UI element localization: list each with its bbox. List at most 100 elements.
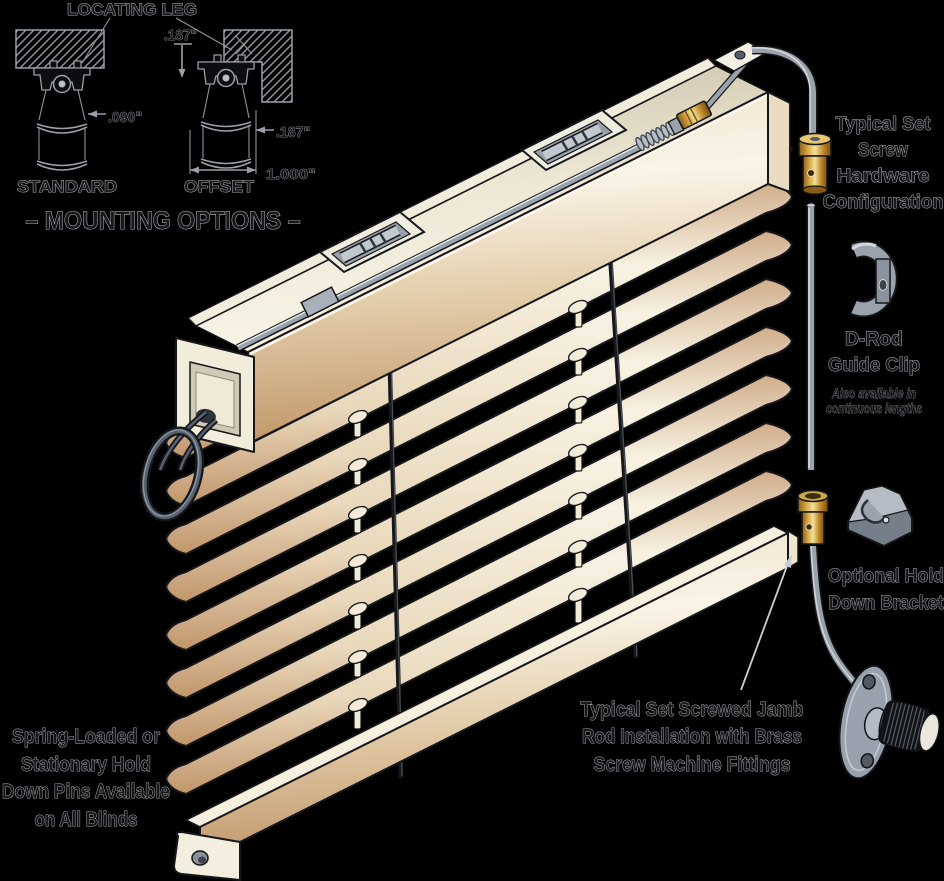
clip-screw-hole: [878, 279, 888, 291]
wall-hatch: [15, 29, 105, 69]
slat-profile: [36, 160, 88, 171]
hold-down-bracket: [846, 484, 913, 548]
d-rod-caption: D-Rod Guide Clip Also available in conti…: [826, 329, 923, 417]
caption-line: Screw: [858, 140, 908, 161]
ladder-rung: [347, 409, 369, 425]
ladder-rung: [567, 299, 589, 315]
jamb-rod-caption: Typical Set Screwed Jamb Rod Installatio…: [580, 699, 804, 777]
spring: [635, 121, 675, 152]
standard-label: STANDARD: [17, 177, 117, 196]
offset-mount-diagram: .187" .187" 1.000" OFFSET: [164, 27, 317, 197]
knurled-knob: [878, 700, 940, 752]
ladder-cords: [38, 128, 86, 160]
hold-down-pin-hole-inner: [198, 856, 206, 864]
offset-depth-value: 1.000": [266, 166, 316, 183]
headrail-end-face: [767, 90, 791, 194]
tilt-rod-core: [57, 79, 67, 89]
ladder-rung: [567, 443, 589, 459]
tilt-rod: [236, 143, 642, 352]
x-mark: [235, 35, 253, 55]
ladder-rung: [347, 457, 369, 473]
depth-dim-arrow: [247, 166, 256, 174]
caption-line: Optional Hold: [828, 566, 944, 587]
tilt-rod-core: [221, 73, 231, 83]
ladder-rung: [347, 697, 369, 713]
jamb-wall-fitting: [838, 664, 940, 780]
caption-note: Also available in: [831, 386, 916, 401]
ladder-cords: [38, 89, 86, 121]
offset-side-gap-value: .187": [276, 124, 310, 141]
bottom-rail: [172, 525, 799, 881]
caption-note: continuous lengths: [826, 401, 922, 416]
jamb-caption-arrow: [740, 554, 792, 691]
standard-gap-value: .090": [108, 109, 142, 126]
brass-hold-down-fitting: [797, 489, 829, 545]
caption-line: Hardware: [837, 166, 930, 187]
slat-profile: [200, 121, 252, 132]
hold-down-caption: Optional Hold Down Bracket: [828, 566, 944, 615]
caption-line: Spring-Loaded or: [12, 726, 160, 748]
set-screw-caption: Typical Set Screw Hardware Configuration: [822, 114, 944, 214]
ladder-rung: [347, 553, 369, 569]
side-gap-dim-arrow: [256, 126, 265, 134]
rod-highlight: [750, 47, 811, 138]
caption-line: Down Bracket: [829, 593, 944, 614]
depth-dim-arrow: [190, 166, 199, 174]
depth-extension-lines: [189, 110, 257, 174]
slat: [164, 277, 794, 604]
d-rod: [806, 202, 816, 470]
ladder-right: [567, 299, 589, 624]
headrail-front-rim: [249, 94, 767, 356]
set-screw-hole: [807, 169, 815, 177]
locating-leg-leader-right: [175, 17, 233, 51]
ladder-rung: [567, 347, 589, 363]
ladder-rung: [567, 539, 589, 555]
ladder-rung: [567, 587, 589, 603]
caption-line: Stationary Hold: [21, 754, 151, 776]
offset-top-gap-value: .187": [164, 27, 197, 44]
caption-line: Screw Machine Fittings: [594, 754, 791, 776]
plate-screw-hole: [862, 674, 876, 690]
rod-stub: [704, 60, 748, 110]
slat-profile: [200, 158, 252, 169]
knob-tip: [918, 713, 940, 752]
caption-line: Down Pins Available: [2, 781, 170, 803]
brass-set-screw-fitting-top: [798, 132, 832, 195]
slat: [164, 373, 794, 700]
ladder-cords: [202, 83, 250, 119]
tilter-cradle-left: [318, 210, 426, 274]
ladder-rung: [567, 395, 589, 411]
ladder-rung: [347, 601, 369, 617]
caption-line: Typical Set Screwed Jamb: [581, 699, 804, 721]
slat-profile: [36, 123, 88, 134]
end-bracket-hole: [734, 50, 746, 60]
caption-line: Rod Installation with Brass: [582, 726, 802, 748]
slat: [164, 421, 794, 748]
slat: [164, 229, 794, 556]
caption-line: on All Blinds: [35, 809, 138, 831]
caption-line: Configuration: [823, 192, 944, 213]
slat: [164, 469, 794, 796]
slat: [164, 325, 794, 652]
ladder-left: [347, 409, 369, 730]
top-gap-dim-arrow: [178, 69, 186, 78]
d-rod-guide-clip: [850, 240, 898, 318]
gap-dim-arrow: [88, 110, 97, 118]
tilt-rod-support: [300, 286, 340, 318]
mounting-options-section: LOCATING LEG .090" STANDARD: [15, 0, 317, 235]
standard-mount-diagram: .090" STANDARD: [15, 29, 142, 196]
offset-label: OFFSET: [184, 177, 255, 196]
set-screw-hole: [805, 523, 813, 531]
tilt-cord-loop: [139, 409, 218, 522]
ladder-rung: [347, 649, 369, 665]
caption-line: Typical Set: [836, 114, 932, 135]
tilter-cradle-right: [520, 108, 628, 172]
ladder-rung: [567, 491, 589, 507]
ladder-cords: [202, 126, 250, 158]
hold-pins-caption: Spring-Loaded or Stationary Hold Down Pi…: [2, 726, 171, 832]
set-screw-hardware: [750, 45, 832, 195]
caption-line: Guide Clip: [828, 355, 920, 376]
mounting-options-title: – MOUNTING OPTIONS –: [26, 207, 301, 235]
